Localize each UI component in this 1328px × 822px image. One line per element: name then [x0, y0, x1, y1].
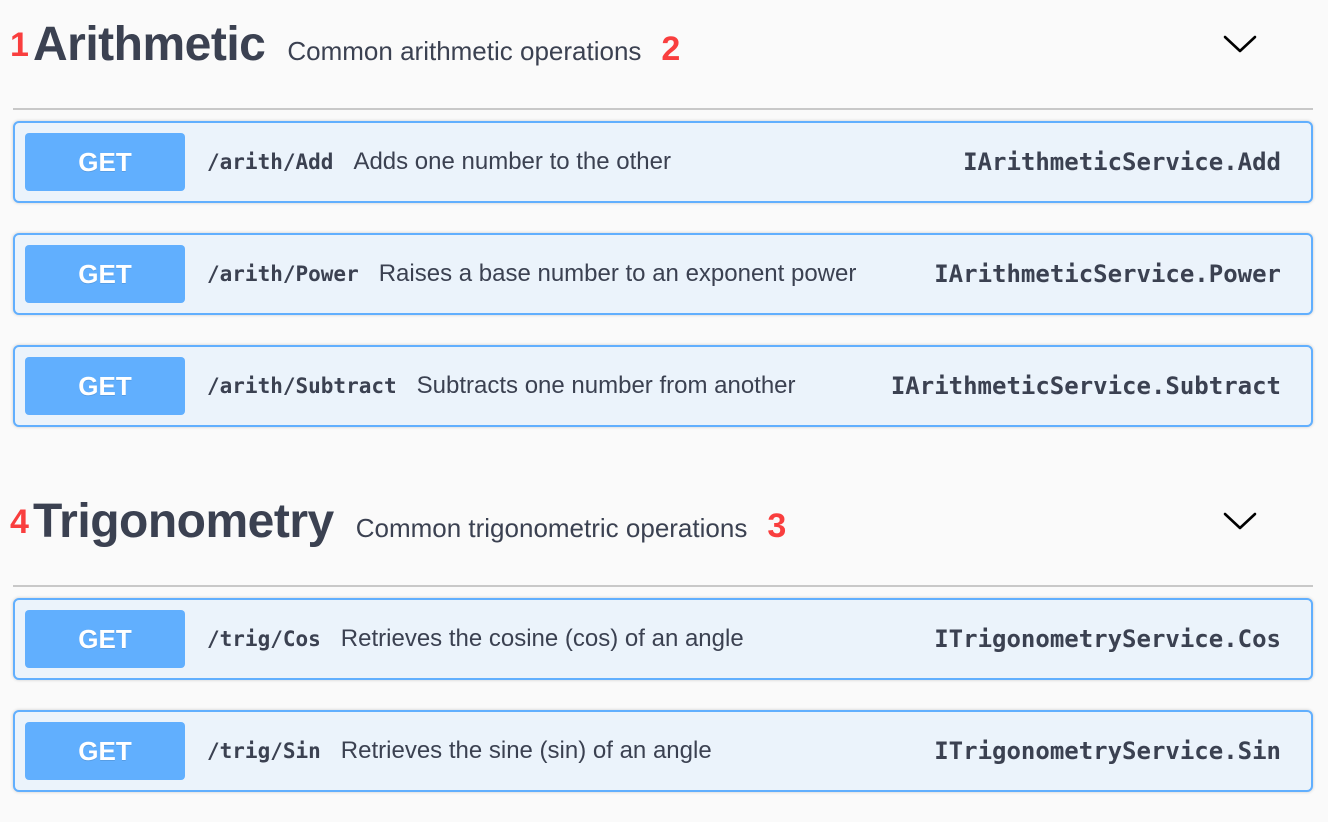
tag-header-arithmetic[interactable]: 1 Arithmetic Common arithmetic operation… — [0, 0, 1328, 110]
operation-summary: Raises a base number to an exponent powe… — [378, 260, 857, 287]
operation-path: /arith/Add — [207, 150, 334, 174]
operation-trig-cos[interactable]: GET /trig/Cos Retrieves the cosine (cos)… — [13, 598, 1313, 680]
tag-header-trigonometry[interactable]: 4 Trigonometry Common trigonometric oper… — [0, 477, 1328, 587]
operation-path: /arith/Subtract — [207, 374, 397, 398]
operation-path: /trig/Cos — [207, 627, 321, 651]
operation-id: IArithmeticService.Add — [963, 148, 1281, 176]
operation-trig-sin[interactable]: GET /trig/Sin Retrieves the sine (sin) o… — [13, 710, 1313, 792]
annotation-marker: 3 — [767, 507, 787, 545]
method-badge: GET — [25, 245, 185, 303]
operation-path: /trig/Sin — [207, 739, 321, 763]
method-badge: GET — [25, 722, 185, 780]
operations-list: GET /arith/Add Adds one number to the ot… — [13, 121, 1313, 457]
tag-section-trigonometry: 4 Trigonometry Common trigonometric oper… — [0, 477, 1328, 792]
annotation-marker: 1 — [10, 26, 29, 64]
tag-name: Trigonometry — [33, 495, 334, 548]
method-badge: GET — [25, 357, 185, 415]
method-badge: GET — [25, 133, 185, 191]
operation-summary: Subtracts one number from another — [416, 372, 796, 399]
operation-summary-row: /trig/Sin Retrieves the sine (sin) of an… — [207, 712, 712, 790]
operation-summary-row: /arith/Power Raises a base number to an … — [207, 235, 856, 313]
operation-summary: Retrieves the cosine (cos) of an angle — [340, 625, 744, 652]
tag-title-row: Trigonometry Common trigonometric operat… — [33, 494, 786, 549]
tag-description: Common trigonometric operations — [355, 513, 748, 543]
operation-summary-row: /arith/Add Adds one number to the other — [207, 123, 671, 201]
tag-title-row: Arithmetic Common arithmetic operations … — [33, 17, 680, 72]
tag-section-arithmetic: 1 Arithmetic Common arithmetic operation… — [0, 0, 1328, 427]
method-badge: GET — [25, 610, 185, 668]
operation-summary-row: /arith/Subtract Subtracts one number fro… — [207, 347, 796, 425]
tag-name: Arithmetic — [33, 18, 266, 71]
annotation-marker: 4 — [10, 503, 29, 541]
chevron-down-icon[interactable] — [1222, 505, 1258, 535]
operation-id: ITrigonometryService.Cos — [934, 625, 1281, 653]
operation-id: IArithmeticService.Subtract — [890, 372, 1281, 400]
tag-description: Common arithmetic operations — [287, 36, 642, 66]
operation-arith-power[interactable]: GET /arith/Power Raises a base number to… — [13, 233, 1313, 315]
chevron-down-icon[interactable] — [1222, 28, 1258, 58]
operations-list: GET /trig/Cos Retrieves the cosine (cos)… — [13, 598, 1313, 822]
annotation-marker: 2 — [661, 30, 681, 68]
section-divider — [13, 108, 1313, 110]
operation-path: /arith/Power — [207, 262, 359, 286]
operation-id: IArithmeticService.Power — [934, 260, 1281, 288]
operation-arith-subtract[interactable]: GET /arith/Subtract Subtracts one number… — [13, 345, 1313, 427]
operation-arith-add[interactable]: GET /arith/Add Adds one number to the ot… — [13, 121, 1313, 203]
operation-summary: Adds one number to the other — [353, 148, 671, 175]
operation-id: ITrigonometryService.Sin — [934, 737, 1281, 765]
operation-summary: Retrieves the sine (sin) of an angle — [340, 737, 712, 764]
operation-summary-row: /trig/Cos Retrieves the cosine (cos) of … — [207, 600, 744, 678]
section-divider — [13, 585, 1313, 587]
